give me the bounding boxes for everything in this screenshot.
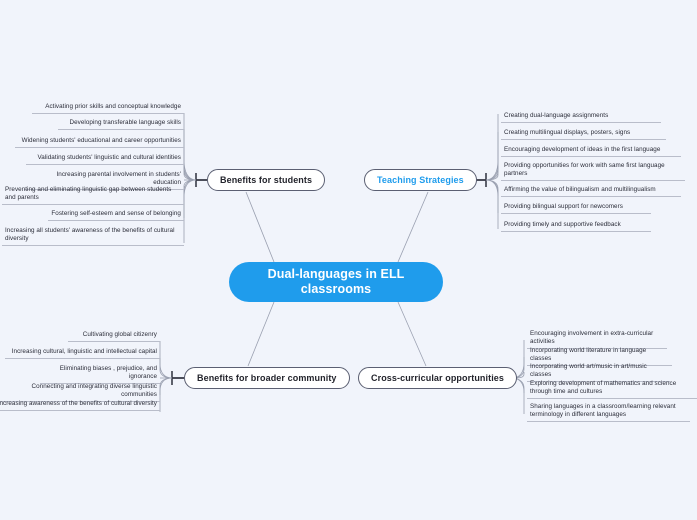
leaf-node[interactable]: Increasing parental involvement in stude… (24, 171, 184, 190)
leaf-node[interactable]: Affirming the value of bilingualism and … (501, 186, 681, 197)
leaf-node[interactable]: Activating prior skills and conceptual k… (32, 103, 184, 114)
leaf-node[interactable]: Incorporating world literature in langua… (527, 347, 672, 366)
branch-node-benefits-for-students[interactable]: Benefits for students (207, 169, 326, 191)
branch-node-benefits-for-broader-community[interactable]: Benefits for broader community (184, 367, 350, 389)
leaf-node[interactable]: Creating multilingual displays, posters,… (501, 129, 666, 140)
leaf-node[interactable]: Widening students' educational and caree… (15, 137, 184, 148)
leaf-node[interactable]: Connecting and integrating diverse lingu… (0, 383, 160, 402)
leaf-node[interactable]: Encouraging development of ideas in the … (501, 146, 681, 157)
leaf-node[interactable]: Preventing and eliminating linguistic ga… (2, 186, 184, 205)
leaf-node[interactable]: Increasing all students' awareness of th… (2, 227, 184, 246)
leaf-node[interactable]: Cultivating global citizenry (68, 331, 160, 342)
leaf-node[interactable]: Providing timely and supportive feedback (501, 221, 651, 232)
leaf-node[interactable]: Increasing cultural, linguistic and inte… (5, 348, 160, 359)
leaf-node[interactable]: Creating dual-language assignments (501, 112, 661, 123)
leaf-node[interactable]: Validating students' linguistic and cult… (26, 154, 184, 165)
leaf-node[interactable]: Providing bilingual support for newcomer… (501, 203, 651, 214)
leaf-node[interactable]: Providing opportunities for work with sa… (501, 162, 685, 181)
central-node[interactable]: Dual-languages in ELL classrooms (229, 262, 443, 302)
leaf-node[interactable]: Exploring development of mathematics and… (527, 380, 697, 399)
leaf-node[interactable]: Increasing awareness of the benefits of … (0, 400, 160, 411)
branch-node-teaching-strategies[interactable]: Teaching Strategies (364, 169, 477, 191)
leaf-node[interactable]: Eliminating biases , prejudice, and igno… (40, 365, 160, 384)
leaf-node[interactable]: Sharing languages in a classroom/learnin… (527, 403, 690, 422)
leaf-node[interactable]: Developing transferable language skills (58, 119, 184, 130)
leaf-node[interactable]: Incorporating world art/music in art/mus… (527, 363, 670, 382)
branch-node-cross-curricular-opportunities[interactable]: Cross-curricular opportunities (358, 367, 518, 389)
leaf-node[interactable]: Encouraging involvement in extra-curricu… (527, 330, 667, 349)
leaf-node[interactable]: Fostering self-esteem and sense of belon… (48, 210, 184, 221)
